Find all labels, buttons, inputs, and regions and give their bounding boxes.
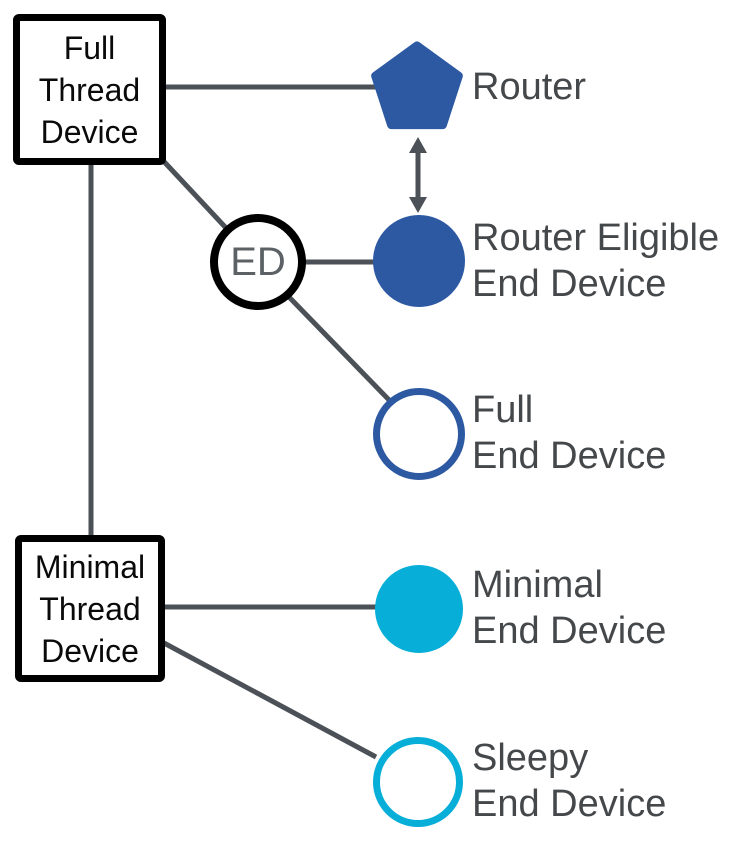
connector-ftd-ed [153, 150, 229, 231]
router-eligible-end-device-label: Router Eligible End Device [472, 217, 720, 305]
sleepy-end-device-circle-icon [373, 737, 463, 827]
node-minimal-thread-device: Minimal Thread Device [15, 535, 165, 682]
minimal-end-device-circle-icon [375, 565, 463, 653]
minimal-end-device-label: Minimal End Device [472, 564, 667, 652]
arrow-up-icon [409, 137, 427, 153]
arrow-down-icon [409, 197, 427, 213]
ed-label: ED [230, 239, 286, 284]
full-end-device-label: Full End Device [472, 389, 667, 477]
connector-mtd-sed [162, 640, 378, 760]
full-end-device-circle-icon [373, 388, 465, 480]
connector-ed-fed [287, 295, 393, 404]
router-pentagon-icon [371, 41, 463, 130]
full-thread-device-label: Full Thread Device [38, 29, 141, 150]
minimal-thread-device-label: Minimal Thread Device [34, 548, 146, 669]
router-label: Router [472, 66, 587, 108]
node-full-thread-device: Full Thread Device [13, 14, 166, 165]
node-end-device-circle: ED [210, 214, 306, 310]
sleepy-end-device-label: Sleepy End Device [472, 737, 667, 825]
router-eligible-end-device-circle-icon [373, 215, 465, 307]
